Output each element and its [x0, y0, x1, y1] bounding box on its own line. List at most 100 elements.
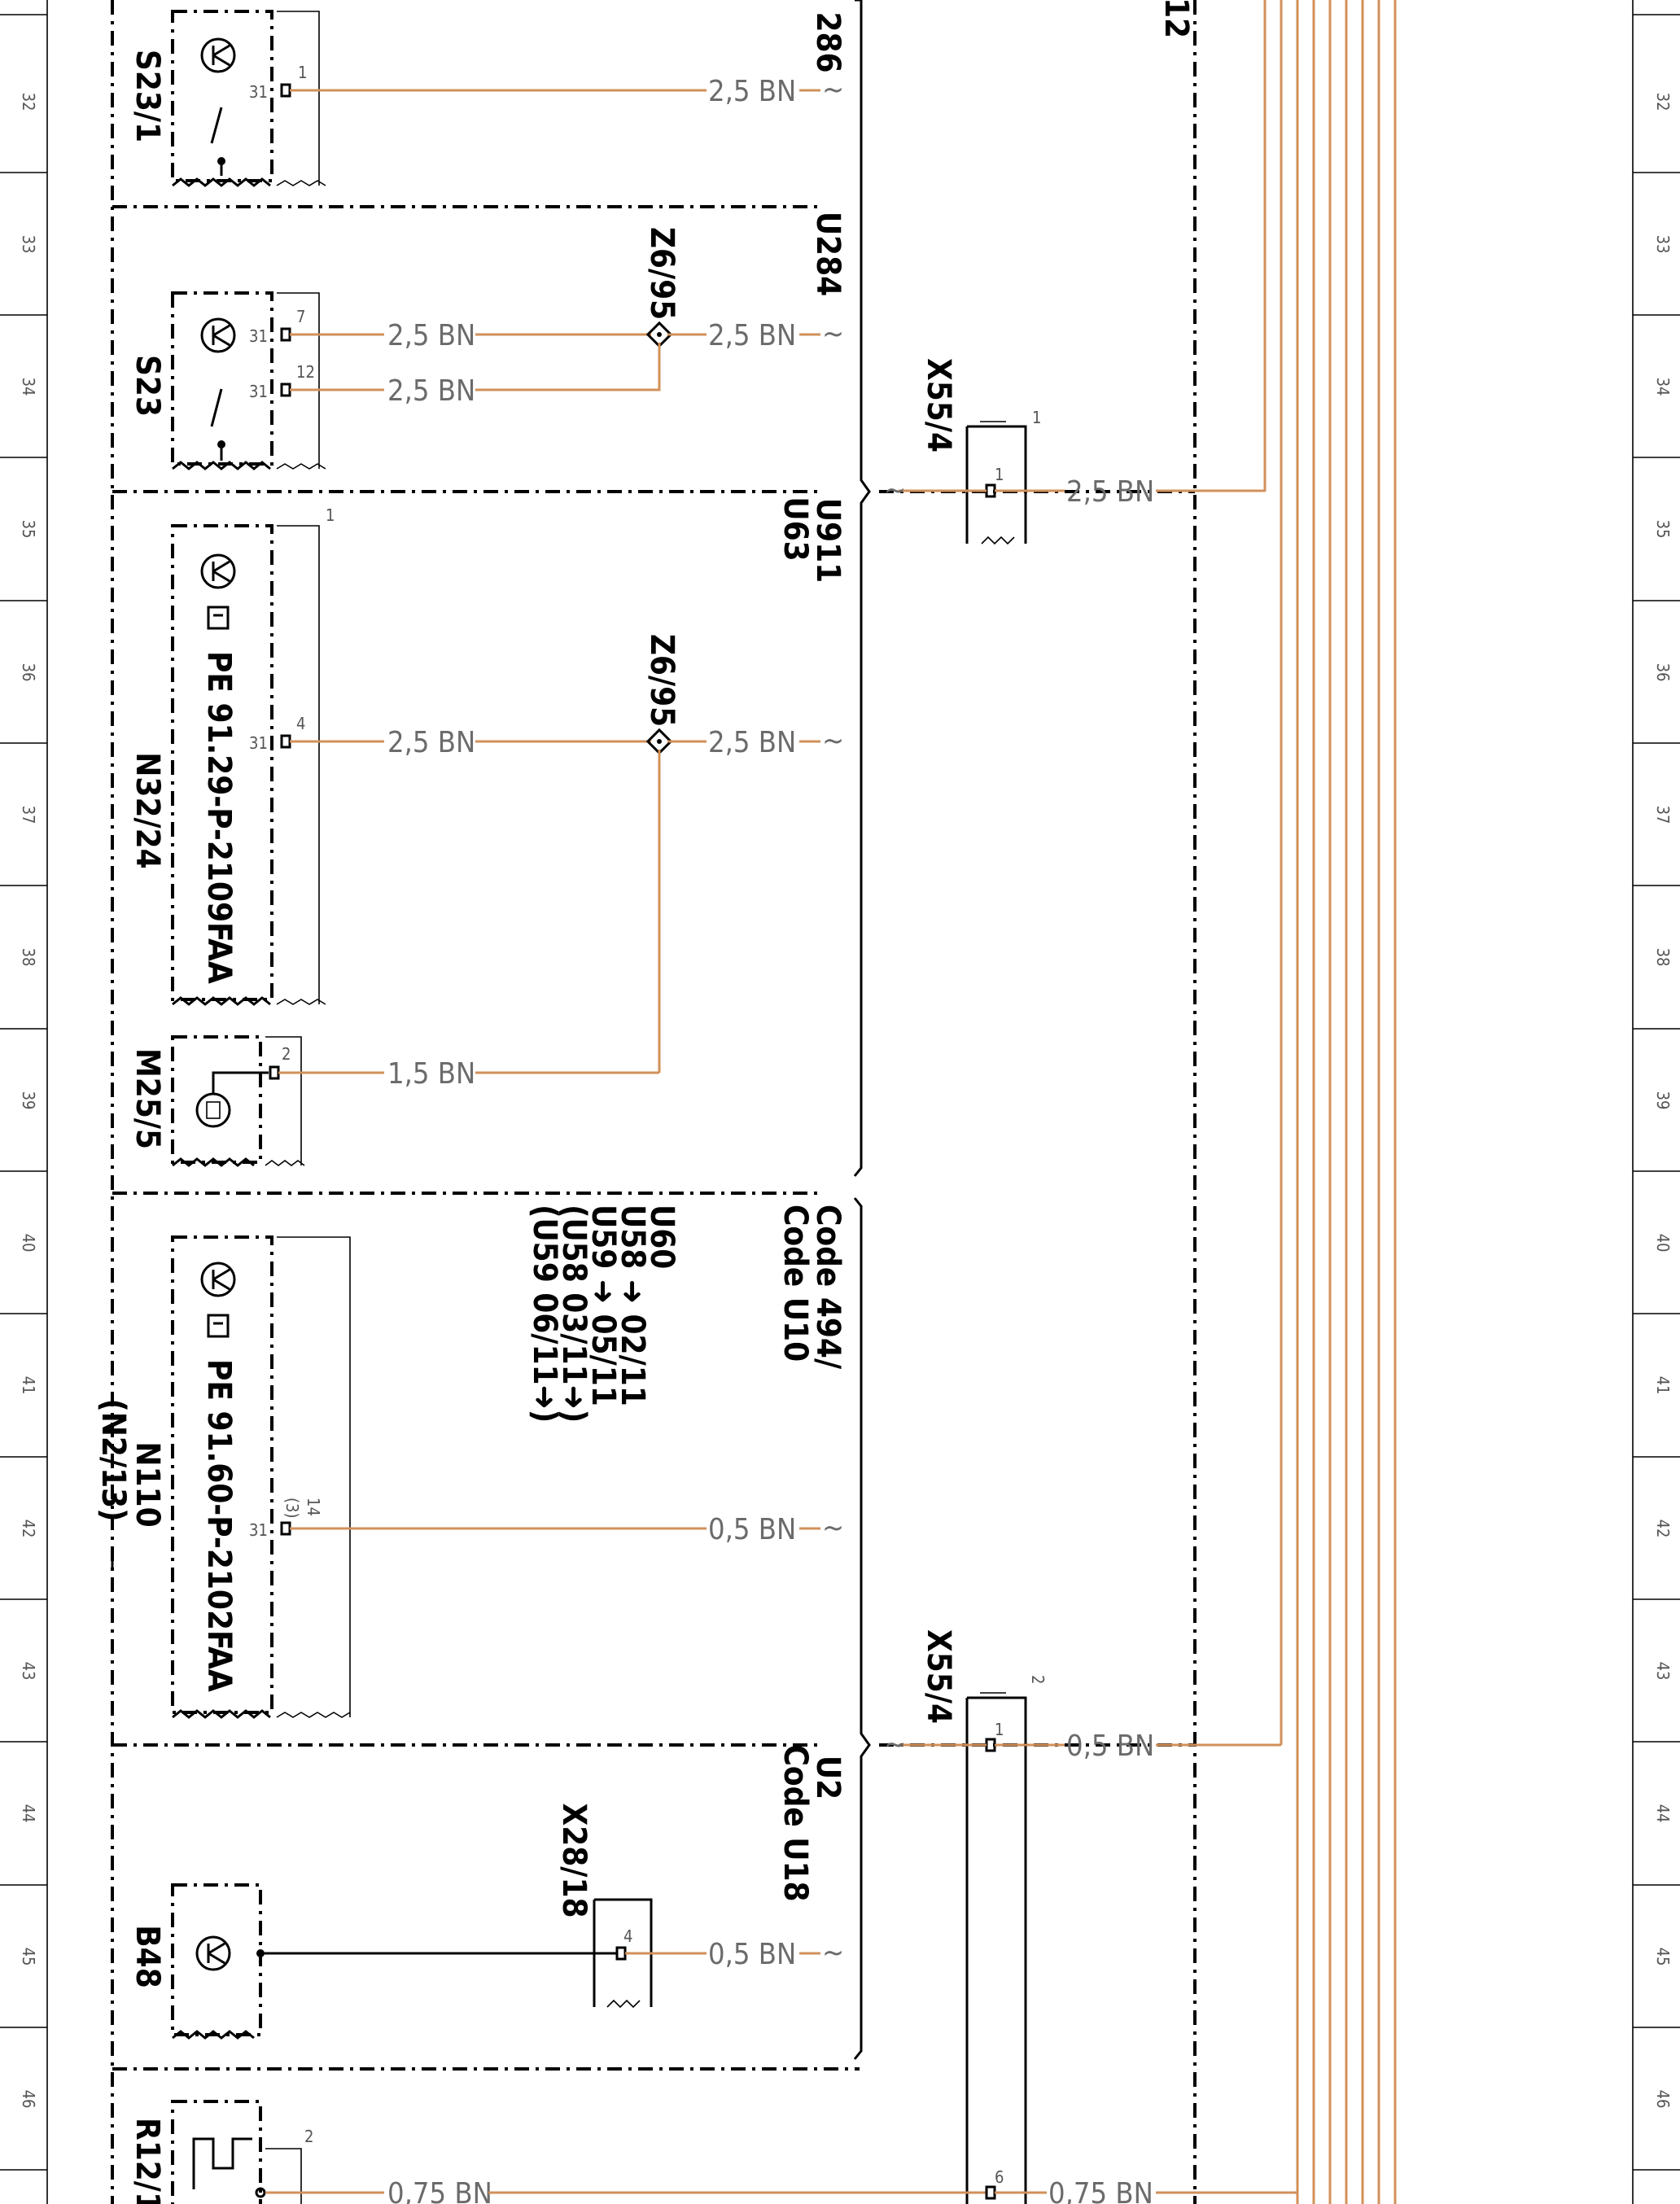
code-u59-alt: (U59 06/11➜) — [526, 1205, 563, 1423]
ground-bus-lines — [1263, 0, 1397, 2204]
pin-42-gnd: 31 — [249, 1520, 268, 1540]
pin-46-pin: 6 — [995, 2167, 1004, 2187]
wire-label-36-left: 2,5 BN — [387, 726, 475, 759]
row33-wires: 31 7 2,5 BN 2,5 BN ~ Z6/95 — [249, 227, 844, 352]
row-label-46-right: 46 — [1653, 2090, 1673, 2109]
tilde-36: ~ — [822, 724, 844, 758]
r12-1-component: 2 R12/1 — [129, 2100, 313, 2204]
pin-42-alt: (3) — [282, 1498, 302, 1519]
row-label-40: 40 — [19, 1234, 38, 1253]
row-label-45-right: 45 — [1653, 1948, 1673, 1966]
m25-5-label: M25/5 — [129, 1048, 166, 1149]
row-label-32: 32 — [19, 93, 38, 112]
pin-43-conn: 2 — [1028, 1675, 1048, 1684]
pin-36-gnd: 31 — [249, 733, 268, 753]
row39-wire: 2 1,5 BN — [269, 1044, 659, 1091]
n32-24-component: PE 91.29-P-2109FAA 1 N32/24 — [129, 505, 335, 1006]
wire-label-42: 0,5 BN — [708, 1513, 796, 1546]
row-label-40-right: 40 — [1653, 1234, 1673, 1253]
wire-label-35: 2,5 BN — [1066, 475, 1154, 509]
code-u18: Code U18 — [777, 1744, 814, 1901]
pin-34-num: 12 — [296, 362, 315, 382]
x55-4-a-label: X55/4 — [920, 358, 957, 453]
row-label-33-right: 33 — [1653, 235, 1673, 254]
code-286: 286 — [809, 11, 847, 72]
pin-35-conn: 1 — [1032, 408, 1041, 427]
section-brackets — [853, 0, 871, 2060]
n110-code-block: Code 494/ Code U10 U60 U58 ➜ 02/11 U59 ➜… — [526, 1205, 847, 1423]
wire-label-46-right: 0,75 BN — [1048, 2177, 1153, 2204]
wire-label-45: 0,5 BN — [708, 1938, 796, 1971]
wire-label-34: 2,5 BN — [387, 374, 475, 408]
row-label-35: 35 — [19, 520, 38, 539]
x28-18-connector: X28/18 4 0,5 BN ~ — [555, 1803, 844, 2009]
code-u10: Code U10 — [777, 1205, 814, 1362]
pin-32-num: 1 — [298, 63, 307, 82]
wire-label-32: 2,5 BN — [708, 75, 796, 108]
row-label-37-right: 37 — [1653, 806, 1673, 824]
pin-36-num: 4 — [296, 714, 305, 733]
pin-46-num: 2 — [304, 2127, 313, 2146]
x55-4-b-connector: X55/4 2 1 ~ 0,5 BN — [884, 1629, 1281, 2204]
n32-24-label: N32/24 — [129, 752, 166, 868]
s23-component: S23 — [129, 291, 326, 470]
row36-wire: 31 4 2,5 BN 2,5 BN ~ Z6/95 — [249, 634, 844, 1073]
dashed-enclosures — [111, 0, 1197, 2204]
tilde-45: ~ — [822, 1936, 844, 1970]
row-label-38: 38 — [19, 948, 38, 967]
row-label-36: 36 — [19, 663, 38, 682]
row-label-32-right: 32 — [1653, 93, 1673, 112]
row-label-37: 37 — [19, 806, 38, 824]
row-labels-left: 32 33 34 35 36 37 38 39 40 41 42 43 44 4… — [19, 93, 38, 2109]
row-label-42: 42 — [19, 1520, 38, 1538]
row-label-43-right: 43 — [1653, 1662, 1673, 1681]
pin-42-num: 14 — [304, 1498, 323, 1516]
pin-32-gnd: 31 — [249, 82, 268, 102]
code-u58: U58 ➜ 02/11 — [614, 1205, 651, 1406]
wire-label-39: 1,5 BN — [387, 1057, 475, 1091]
z6-95-a-label: Z6/95 — [643, 227, 680, 320]
pin-35-pin: 1 — [995, 465, 1004, 484]
row-label-41-right: 41 — [1653, 1376, 1673, 1395]
x28-18-label: X28/18 — [555, 1803, 593, 1918]
code-u58-alt: (U58 03/11➜) — [555, 1205, 593, 1423]
pin-45-num: 4 — [623, 1926, 632, 1946]
row-label-46: 46 — [19, 2090, 38, 2109]
s23-label: S23 — [129, 355, 166, 417]
n32-24-pe-label: PE 91.29-P-2109FAA — [200, 651, 238, 984]
pin-36-n32-top: 1 — [326, 505, 335, 525]
row-label-35-right: 35 — [1653, 520, 1673, 539]
tilde-44: ~ — [884, 1728, 906, 1761]
pin-44-pin: 1 — [995, 1720, 1004, 1739]
row-label-45: 45 — [19, 1948, 38, 1966]
row34-wire: 31 12 2,5 BN — [249, 343, 661, 408]
left-row-ruler — [0, 0, 48, 2204]
b48-component: B48 — [129, 1883, 617, 2040]
tilde-42: ~ — [822, 1511, 844, 1545]
code-494: Code 494/ — [809, 1205, 847, 1370]
row-labels-right: 32 33 34 35 36 37 38 39 40 41 42 43 44 4… — [1653, 93, 1673, 2109]
wire-label-33-right: 2,5 BN — [708, 319, 796, 352]
code-u911: U911 — [809, 498, 847, 583]
row46-wire: 0,75 BN 6 0,75 BN — [265, 2167, 1297, 2204]
row-label-43: 43 — [19, 1662, 38, 1681]
right-row-ruler — [1632, 0, 1680, 2204]
code-u284: U284 — [809, 212, 847, 296]
row-label-39: 39 — [19, 1091, 38, 1110]
pin-33-num: 7 — [296, 307, 305, 326]
code-u60: U60 — [643, 1205, 680, 1269]
pin-33-gnd: 31 — [249, 326, 268, 346]
row-label-39-right: 39 — [1653, 1091, 1673, 1110]
row-label-34: 34 — [19, 378, 38, 396]
row-label-42-right: 42 — [1653, 1520, 1673, 1538]
z6-95-b-label: Z6/95 — [643, 634, 680, 727]
pin-34-gnd: 31 — [249, 382, 268, 401]
row-label-44-right: 44 — [1653, 1804, 1673, 1823]
row-label-33: 33 — [19, 235, 38, 254]
row42-wire: 31 14 (3) 0,5 BN ~ — [249, 1498, 844, 1546]
n110-label: N110 — [129, 1441, 166, 1527]
code-u63: U63 — [777, 496, 814, 561]
tilde-35: ~ — [884, 474, 906, 507]
m25-5-component: M25/5 — [129, 1035, 305, 1167]
